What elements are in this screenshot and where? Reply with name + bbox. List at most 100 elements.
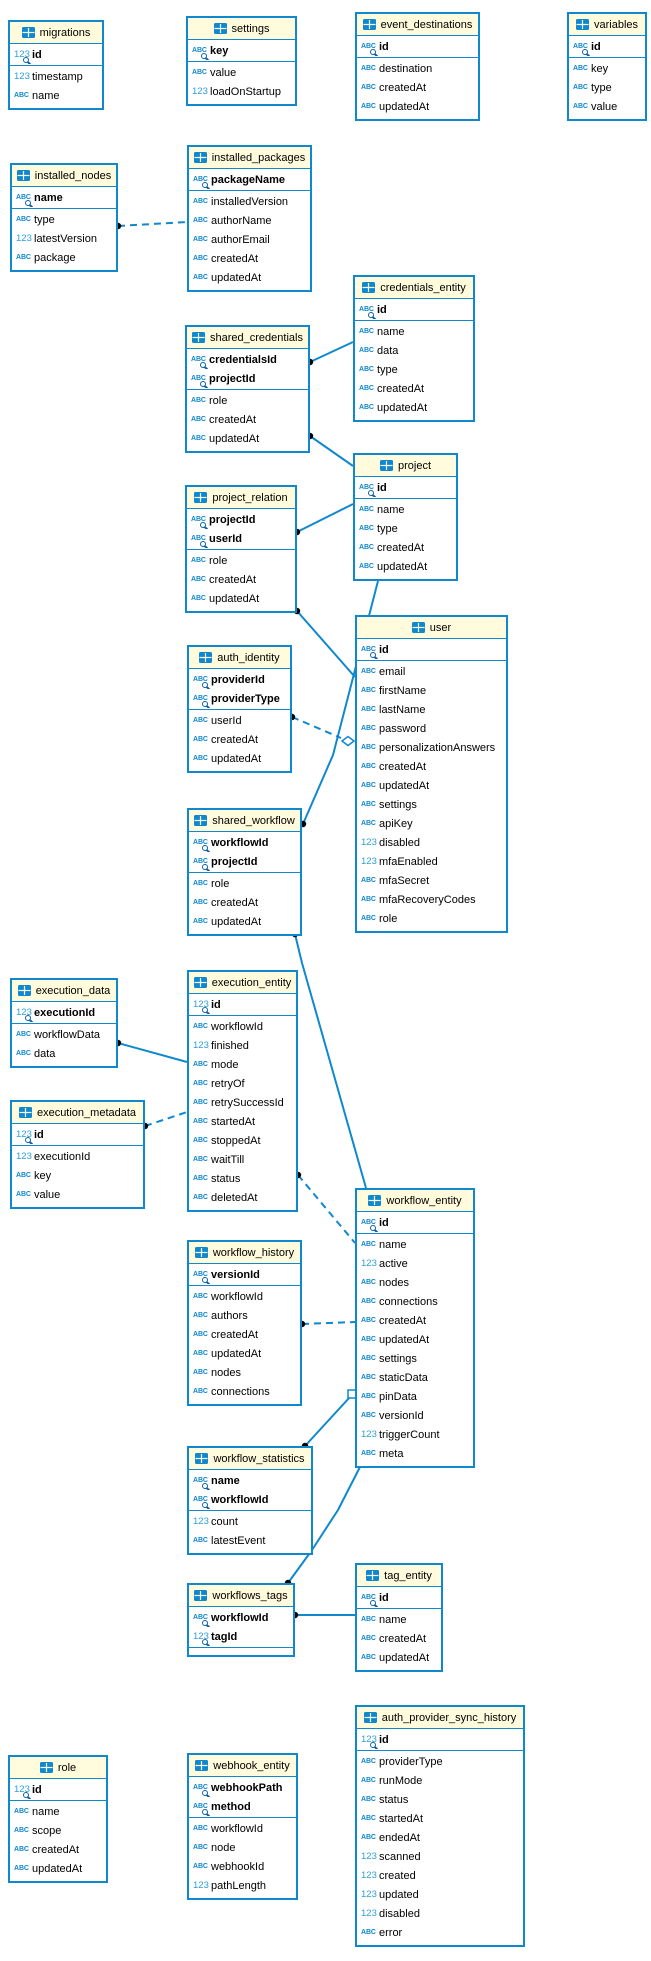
table-header[interactable]: settings — [188, 18, 295, 40]
table-header[interactable]: execution_metadata — [12, 1102, 143, 1124]
table-header[interactable]: workflow_statistics — [189, 1448, 311, 1470]
table-header[interactable]: workflow_entity — [357, 1190, 473, 1212]
table-header[interactable]: event_destinations — [357, 14, 478, 36]
table-header[interactable]: role — [10, 1757, 106, 1779]
table-header[interactable]: auth_provider_sync_history — [357, 1707, 523, 1729]
table-header[interactable]: installed_nodes — [12, 165, 116, 187]
table-header[interactable]: webhook_entity — [189, 1755, 296, 1777]
table-header[interactable]: credentials_entity — [355, 277, 473, 299]
table-header[interactable]: migrations — [10, 22, 102, 44]
table-header[interactable]: workflow_history — [189, 1242, 300, 1264]
table-header[interactable]: execution_data — [12, 980, 116, 1002]
